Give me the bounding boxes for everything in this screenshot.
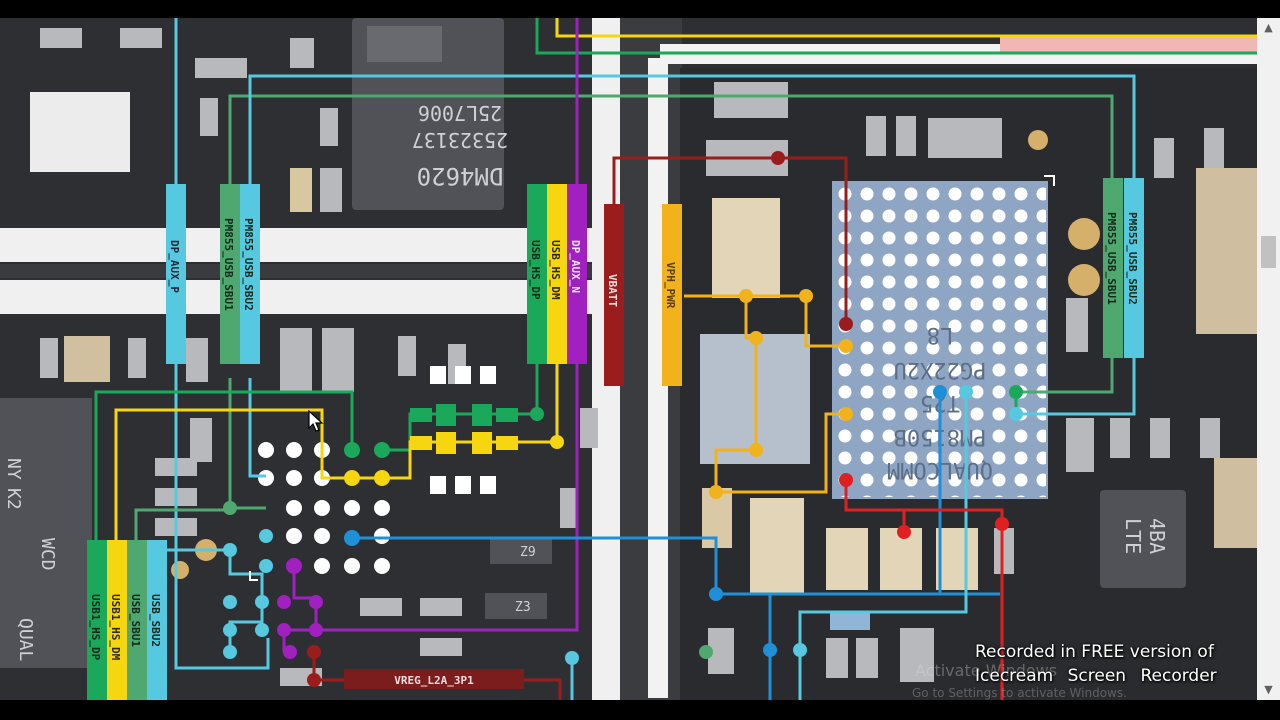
- small-bga-pads: [258, 366, 496, 574]
- trace-nodes: [223, 151, 1023, 687]
- scroll-up-icon[interactable]: ▲: [1264, 21, 1273, 34]
- chip-mark: 25L7006: [418, 101, 502, 125]
- svg-text:Z3: Z3: [515, 600, 531, 615]
- activate-windows-subtitle: Go to Settings to activate Windows.: [912, 686, 1127, 700]
- svg-text:4BA: 4BA: [1145, 518, 1169, 554]
- svg-text:WCD: WCD: [37, 538, 58, 571]
- svg-text:NY: NY: [3, 458, 24, 480]
- mouse-pointer-icon: [308, 410, 324, 432]
- svg-text:DP_AUX_N: DP_AUX_N: [569, 240, 582, 293]
- chip-dm4620: DM4620 25323137 25L7006: [352, 18, 508, 210]
- svg-text:VPH_PWR: VPH_PWR: [664, 262, 677, 309]
- activate-windows-title: Activate Windows: [915, 661, 1058, 680]
- vertical-scrollbar[interactable]: ▲ ▼: [1257, 18, 1280, 700]
- svg-text:USB_HS_DM: USB_HS_DM: [549, 240, 562, 300]
- scroll-down-icon[interactable]: ▼: [1264, 683, 1273, 696]
- trace-sbu2: [248, 74, 1136, 416]
- svg-text:K2: K2: [3, 488, 24, 510]
- chip-mark: 25323137: [412, 128, 508, 152]
- svg-text:PM855_USB_SBU2: PM855_USB_SBU2: [1126, 212, 1139, 305]
- recorder-watermark: Recorded in FREE version of Icecream Scr…: [975, 640, 1265, 688]
- silk-band: [0, 280, 600, 314]
- trace-sbu1: [228, 94, 1114, 394]
- small-ic: [490, 538, 552, 564]
- svg-text:Z9: Z9: [520, 545, 536, 560]
- trace-red: [844, 480, 1004, 700]
- svg-text:QUAL: QUAL: [15, 618, 36, 662]
- chip-mark: DM4620: [417, 162, 504, 190]
- svg-text:VREG_L2A_3P1: VREG_L2A_3P1: [394, 674, 474, 687]
- svg-text:USB_SBU2: USB_SBU2: [149, 594, 162, 647]
- scroll-thumb[interactable]: [1261, 236, 1276, 268]
- chip-pm8150b-bga: QUALCOMM PM8150B T25 PG22X2U L8: [832, 175, 1055, 499]
- svg-text:PM855_USB_SBU1: PM855_USB_SBU1: [1105, 212, 1118, 305]
- svg-text:PG22X2U: PG22X2U: [894, 357, 987, 382]
- watermark-line-1: Recorded in FREE version of: [975, 642, 1214, 662]
- svg-text:VBATT: VBATT: [606, 274, 619, 307]
- trace-vbatt: [612, 156, 848, 324]
- pcb-schematic-board: DM4620 25323137 25L7006 QUAL WCD K2 NY 4…: [0, 18, 1257, 700]
- svg-text:PM855_USB_SBU1: PM855_USB_SBU1: [222, 218, 235, 311]
- svg-text:USB_HS_DP: USB_HS_DP: [529, 240, 542, 300]
- top-letterbox: [0, 0, 1280, 18]
- highlighted-pads: [410, 404, 518, 454]
- svg-text:DP_AUX_P: DP_AUX_P: [168, 240, 181, 293]
- svg-text:LTE: LTE: [1121, 518, 1145, 554]
- chip-4ba: 4BA LTE: [1100, 490, 1186, 588]
- svg-text:PM855_USB_SBU2: PM855_USB_SBU2: [242, 218, 255, 311]
- bottom-letterbox: [0, 700, 1280, 720]
- svg-text:USB_SBU1: USB_SBU1: [129, 594, 142, 647]
- chip-qualcomm-wcd: QUAL WCD K2 NY: [0, 398, 92, 668]
- silk-band: [0, 228, 600, 262]
- svg-text:USB1_HS_DM: USB1_HS_DM: [109, 594, 122, 661]
- net-labels: DP_AUX_P PM855_USB_SBU1 PM855_USB_SBU2 U…: [87, 178, 1144, 700]
- svg-text:USB1_HS_DP: USB1_HS_DP: [89, 594, 102, 661]
- trace-blue: [352, 392, 1000, 596]
- small-ic: [485, 593, 547, 619]
- watermark-line-2: Icecream Screen Recorder: [975, 666, 1217, 686]
- svg-text:L8: L8: [927, 322, 954, 347]
